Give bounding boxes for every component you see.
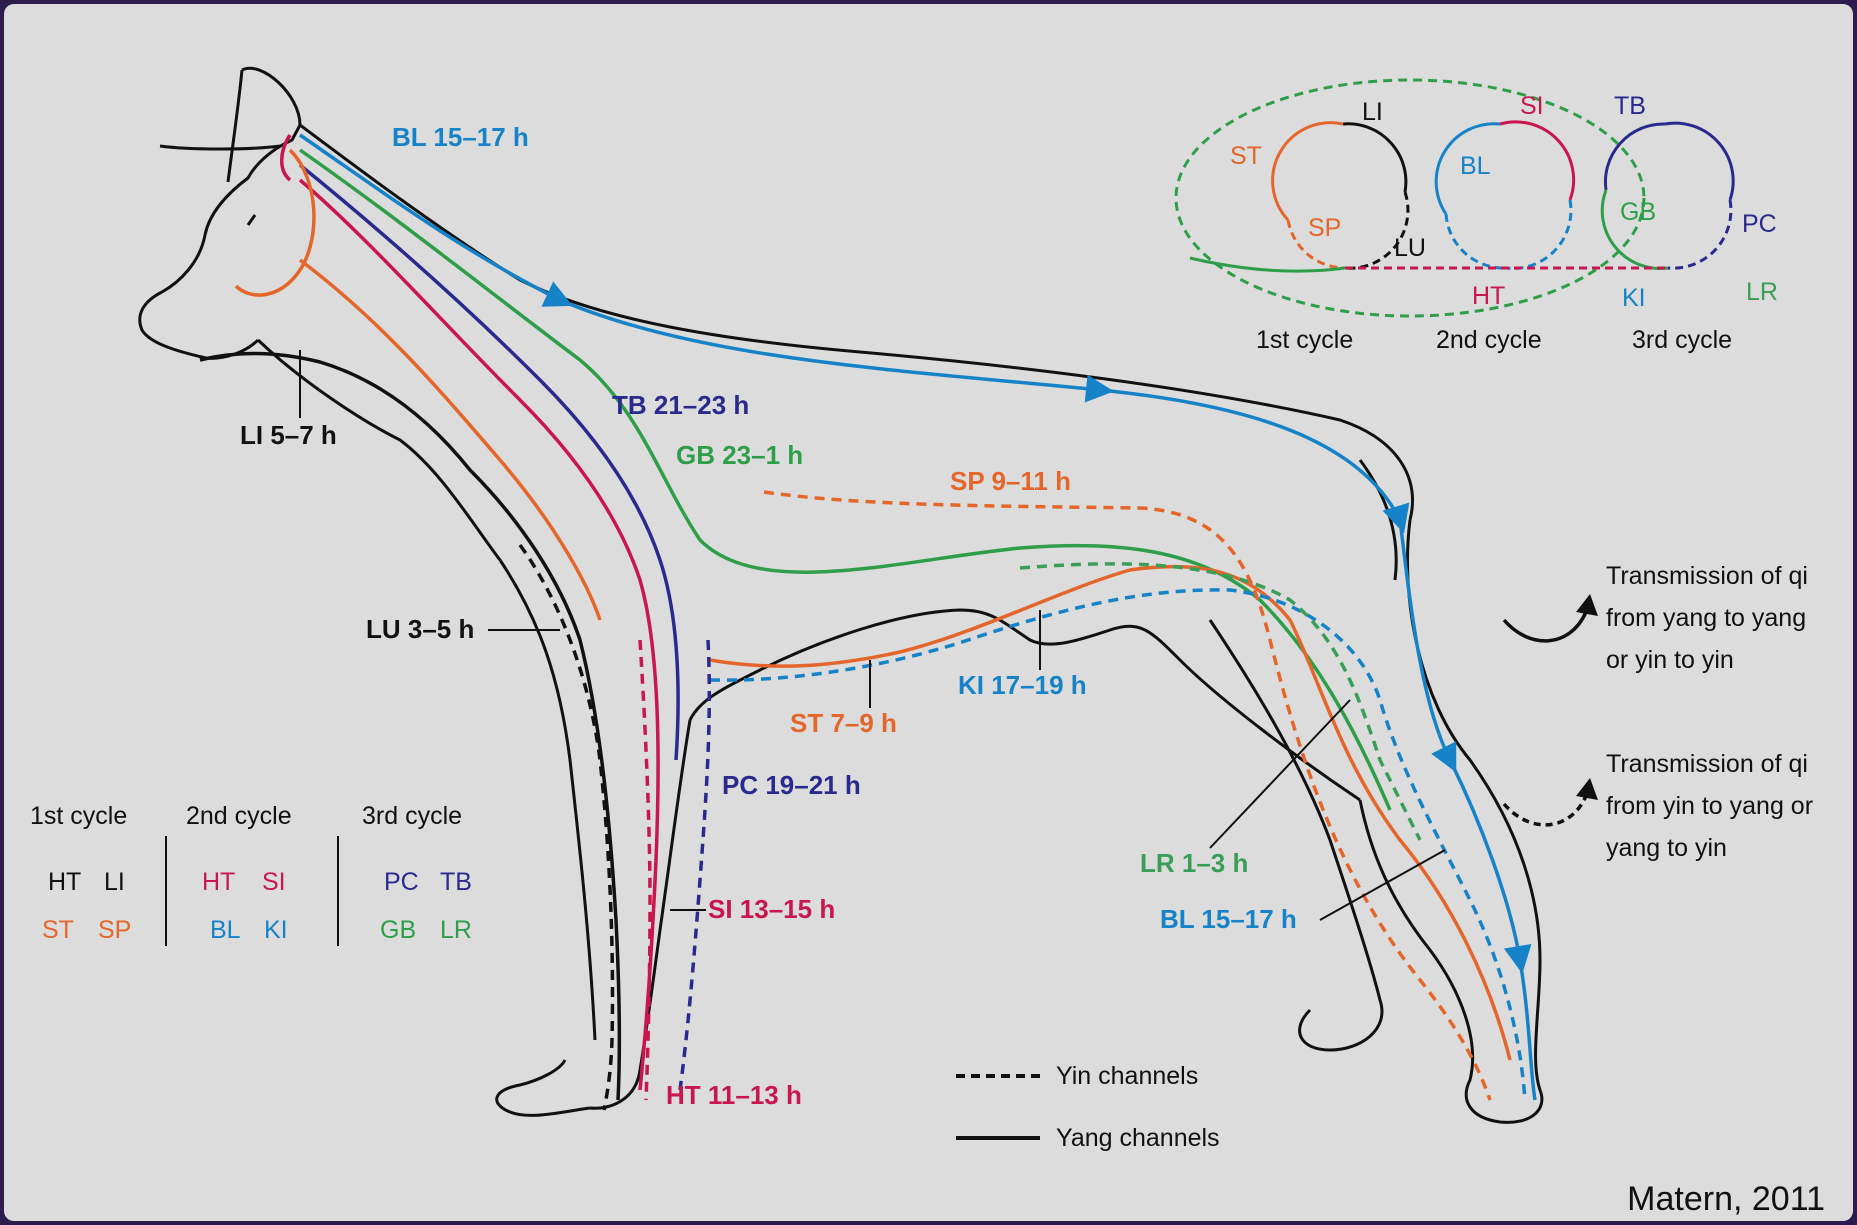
t-si: SI [262, 868, 286, 896]
t-bl: BL [210, 916, 241, 944]
table-header-2: 2nd cycle [186, 802, 292, 830]
c1-st: ST [1230, 142, 1262, 170]
t-gb: GB [380, 916, 416, 944]
t-st: ST [42, 916, 74, 944]
t-li: LI [104, 868, 125, 896]
c2-bl: BL [1460, 152, 1491, 180]
label-st: ST 7–9 h [790, 708, 897, 738]
legend-yin-channels: Yin channels [1056, 1062, 1198, 1090]
label-sp: SP 9–11 h [950, 466, 1071, 496]
legend-yang-line1: Transmission of qi [1606, 562, 1808, 590]
label-lu: LU 3–5 h [366, 614, 474, 644]
legend-yang-channels: Yang channels [1056, 1124, 1220, 1152]
caption-cycle3: 3rd cycle [1632, 326, 1732, 354]
label-gb: GB 23–1 h [676, 440, 803, 470]
t-sp: SP [98, 916, 131, 944]
t-lr: LR [440, 916, 472, 944]
label-li: LI 5–7 h [240, 420, 337, 450]
caption-cycle2: 2nd cycle [1436, 326, 1542, 354]
c1-sp: SP [1308, 214, 1341, 242]
c1-lu: LU [1394, 234, 1426, 262]
label-bl-head: BL 15–17 h [392, 122, 529, 152]
t-ht-1: HT [48, 868, 81, 896]
legend-yang-line3: or yin to yin [1606, 646, 1734, 674]
legend-yin-line2: from yin to yang or [1606, 792, 1813, 820]
label-bl-leg: BL 15–17 h [1160, 904, 1297, 934]
caption-cycle1: 1st cycle [1256, 326, 1353, 354]
c3-ki: KI [1622, 284, 1646, 312]
label-tb: TB 21–23 h [612, 390, 749, 420]
label-si: SI 13–15 h [708, 894, 835, 924]
c3-tb: TB [1614, 92, 1646, 120]
c3-pc: PC [1742, 210, 1777, 238]
credit: Matern, 2011 [1627, 1180, 1825, 1219]
table-header-1: 1st cycle [30, 802, 127, 830]
c3-gb: GB [1620, 198, 1656, 226]
table-header-3: 3rd cycle [362, 802, 462, 830]
t-pc: PC [384, 868, 419, 896]
c2-si: SI [1520, 92, 1544, 120]
c2-ht: HT [1472, 282, 1505, 310]
label-ht: HT 11–13 h [666, 1080, 802, 1110]
c3-lr: LR [1746, 278, 1778, 306]
legend-yang-line2: from yang to yang [1606, 604, 1806, 632]
c1-li: LI [1362, 98, 1383, 126]
label-ki: KI 17–19 h [958, 670, 1087, 700]
label-pc: PC 19–21 h [722, 770, 861, 800]
legend-yin-line1: Transmission of qi [1606, 750, 1808, 778]
label-lr: LR 1–3 h [1140, 848, 1248, 878]
legend-yin-line3: yang to yin [1606, 834, 1727, 862]
t-tb: TB [440, 868, 472, 896]
t-ht-2: HT [202, 868, 235, 896]
t-ki: KI [264, 916, 288, 944]
